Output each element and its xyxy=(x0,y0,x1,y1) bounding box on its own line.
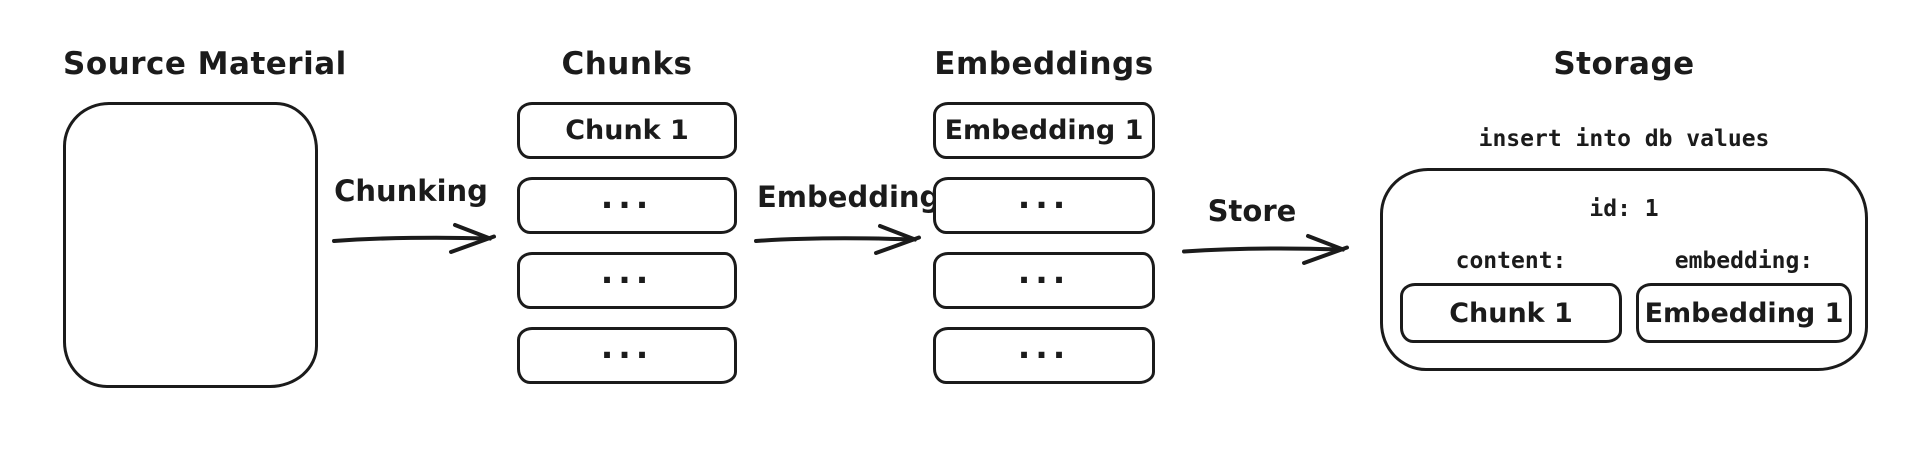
store-step-label: Store xyxy=(1207,194,1297,228)
embedding-row: ... xyxy=(933,252,1155,309)
embedding-row-label: Embedding 1 xyxy=(944,115,1144,146)
source-material-box xyxy=(63,102,318,388)
embedding-row: Embedding 1 xyxy=(933,102,1155,159)
chunk-row: ... xyxy=(517,327,737,384)
chunk-row: Chunk 1 xyxy=(517,102,737,159)
chunk-row-label: Chunk 1 xyxy=(565,115,689,146)
source-material-title: Source Material xyxy=(63,46,347,82)
chunking-arrow-right-icon xyxy=(332,223,496,254)
embedding-arrow-right-icon xyxy=(754,224,921,255)
storage-embedding-field-label: embedding: xyxy=(1674,248,1814,274)
storage-record-id: id: 1 xyxy=(1589,196,1659,222)
chunk-row-ellipsis: ... xyxy=(600,177,654,216)
chunks-title: Chunks xyxy=(561,46,693,82)
storage-insert-query-text: insert into db values xyxy=(1478,126,1770,152)
embedding-row-ellipsis: ... xyxy=(1017,252,1071,291)
storage-embedding-value: Embedding 1 xyxy=(1644,297,1844,329)
store-arrow-right-icon xyxy=(1182,234,1349,265)
embedding-row-ellipsis: ... xyxy=(1017,177,1071,216)
storage-content-field-label: content: xyxy=(1455,248,1567,274)
chunking-step-label: Chunking xyxy=(334,174,488,208)
embedding-row: ... xyxy=(933,177,1155,234)
storage-embedding-value-box: Embedding 1 xyxy=(1636,283,1852,343)
storage-title: Storage xyxy=(1553,46,1695,82)
storage-content-value-box: Chunk 1 xyxy=(1400,283,1622,343)
chunk-row-ellipsis: ... xyxy=(600,252,654,291)
embeddings-title: Embeddings xyxy=(934,46,1154,82)
storage-content-value: Chunk 1 xyxy=(1449,297,1573,329)
chunk-row-ellipsis: ... xyxy=(600,327,654,366)
embedding-row: ... xyxy=(933,327,1155,384)
embedding-step-label: Embedding xyxy=(757,180,941,214)
chunk-row: ... xyxy=(517,252,737,309)
embedding-row-ellipsis: ... xyxy=(1017,327,1071,366)
chunk-row: ... xyxy=(517,177,737,234)
